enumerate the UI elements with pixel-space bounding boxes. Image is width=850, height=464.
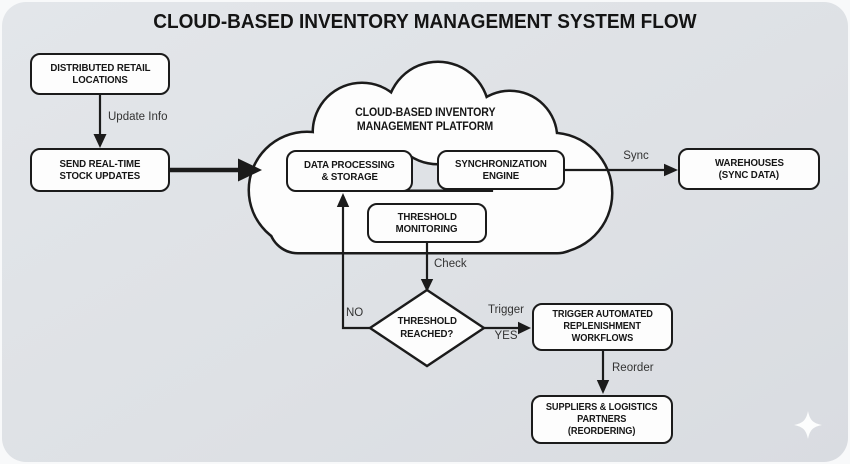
edge-label-trigger: Trigger: [488, 304, 524, 316]
node-text-line: (SYNC DATA): [718, 169, 780, 181]
cloud-platform-label: CLOUD-BASED INVENTORY MANAGEMENT PLATFOR…: [325, 106, 525, 134]
edge-trigger-arrow: [484, 321, 531, 335]
node-text-line: MONITORING: [396, 223, 458, 235]
node-distributed-retail-locations: DISTRIBUTED RETAIL LOCATIONS: [30, 53, 170, 95]
decision-threshold-reached-label: THRESHOLD REACHED?: [377, 315, 477, 340]
node-synchronization-engine: SYNCHRONIZATION ENGINE: [437, 150, 565, 190]
page-title-text: CLOUD-BASED INVENTORY MANAGEMENT SYSTEM …: [153, 11, 697, 33]
node-trigger-automated-replenishment-workflows: TRIGGER AUTOMATED REPLENISHMENT WORKFLOW…: [532, 303, 673, 351]
node-warehouses-sync-data: WAREHOUSES (SYNC DATA): [678, 148, 820, 190]
node-text-line: STOCK UPDATES: [59, 170, 141, 182]
node-text-line: ENGINE: [482, 170, 520, 182]
edge-stock-updates-arrow: [170, 158, 262, 182]
node-threshold-monitoring: THRESHOLD MONITORING: [367, 203, 487, 243]
connectors: [93, 95, 678, 394]
sparkle-icon: [794, 411, 822, 439]
node-send-real-time-stock-updates: SEND REAL-TIME STOCK UPDATES: [30, 148, 170, 192]
edge-label-yes: YES: [494, 330, 518, 342]
edge-reorder-arrow: [596, 351, 610, 394]
node-text-line: PARTNERS: [577, 413, 627, 425]
node-text-line: DATA PROCESSING: [304, 158, 395, 171]
node-text-line: SYNCHRONIZATION: [455, 157, 547, 170]
node-text-line: REACHED?: [400, 327, 454, 340]
node-text-line: REPLENISHMENT: [563, 321, 642, 332]
decision-diamond-shape: [367, 288, 487, 368]
edge-check-arrow: [420, 243, 434, 292]
edge-label-reorder: Reorder: [612, 362, 654, 374]
node-suppliers-logistics-partners-reordering: SUPPLIERS & LOGISTICS PARTNERS (REORDERI…: [531, 395, 673, 444]
node-text-line: SEND REAL-TIME: [59, 157, 141, 170]
node-text-line: CLOUD-BASED INVENTORY: [354, 107, 496, 119]
node-text-line: LOCATIONS: [72, 74, 128, 86]
edge-label-check: Check: [434, 258, 467, 270]
node-text-line: THRESHOLD: [397, 315, 457, 327]
node-text-line: MANAGEMENT PLATFORM: [356, 121, 494, 133]
edge-sync-arrow: [565, 163, 678, 177]
edge-no-loop-arrow: [336, 193, 371, 330]
node-text-line: WORKFLOWS: [571, 333, 634, 344]
node-text-line: THRESHOLD: [397, 210, 457, 223]
edge-update-info-arrow: [93, 95, 107, 148]
edge-label-no: NO: [346, 307, 364, 319]
node-text-line: DISTRIBUTED RETAIL: [49, 61, 151, 74]
edge-label-sync: Sync: [623, 150, 649, 162]
page-title: CLOUD-BASED INVENTORY MANAGEMENT SYSTEM …: [0, 11, 850, 34]
node-data-processing-storage: DATA PROCESSING & STORAGE: [286, 150, 413, 192]
node-text-line: SUPPLIERS & LOGISTICS: [546, 401, 658, 413]
node-text-line: & STORAGE: [321, 171, 378, 183]
node-text-line: TRIGGER AUTOMATED: [552, 309, 653, 320]
node-text-line: (REORDERING): [568, 425, 636, 437]
node-text-line: WAREHOUSES: [714, 156, 784, 169]
edge-label-update-info: Update Info: [108, 111, 168, 123]
